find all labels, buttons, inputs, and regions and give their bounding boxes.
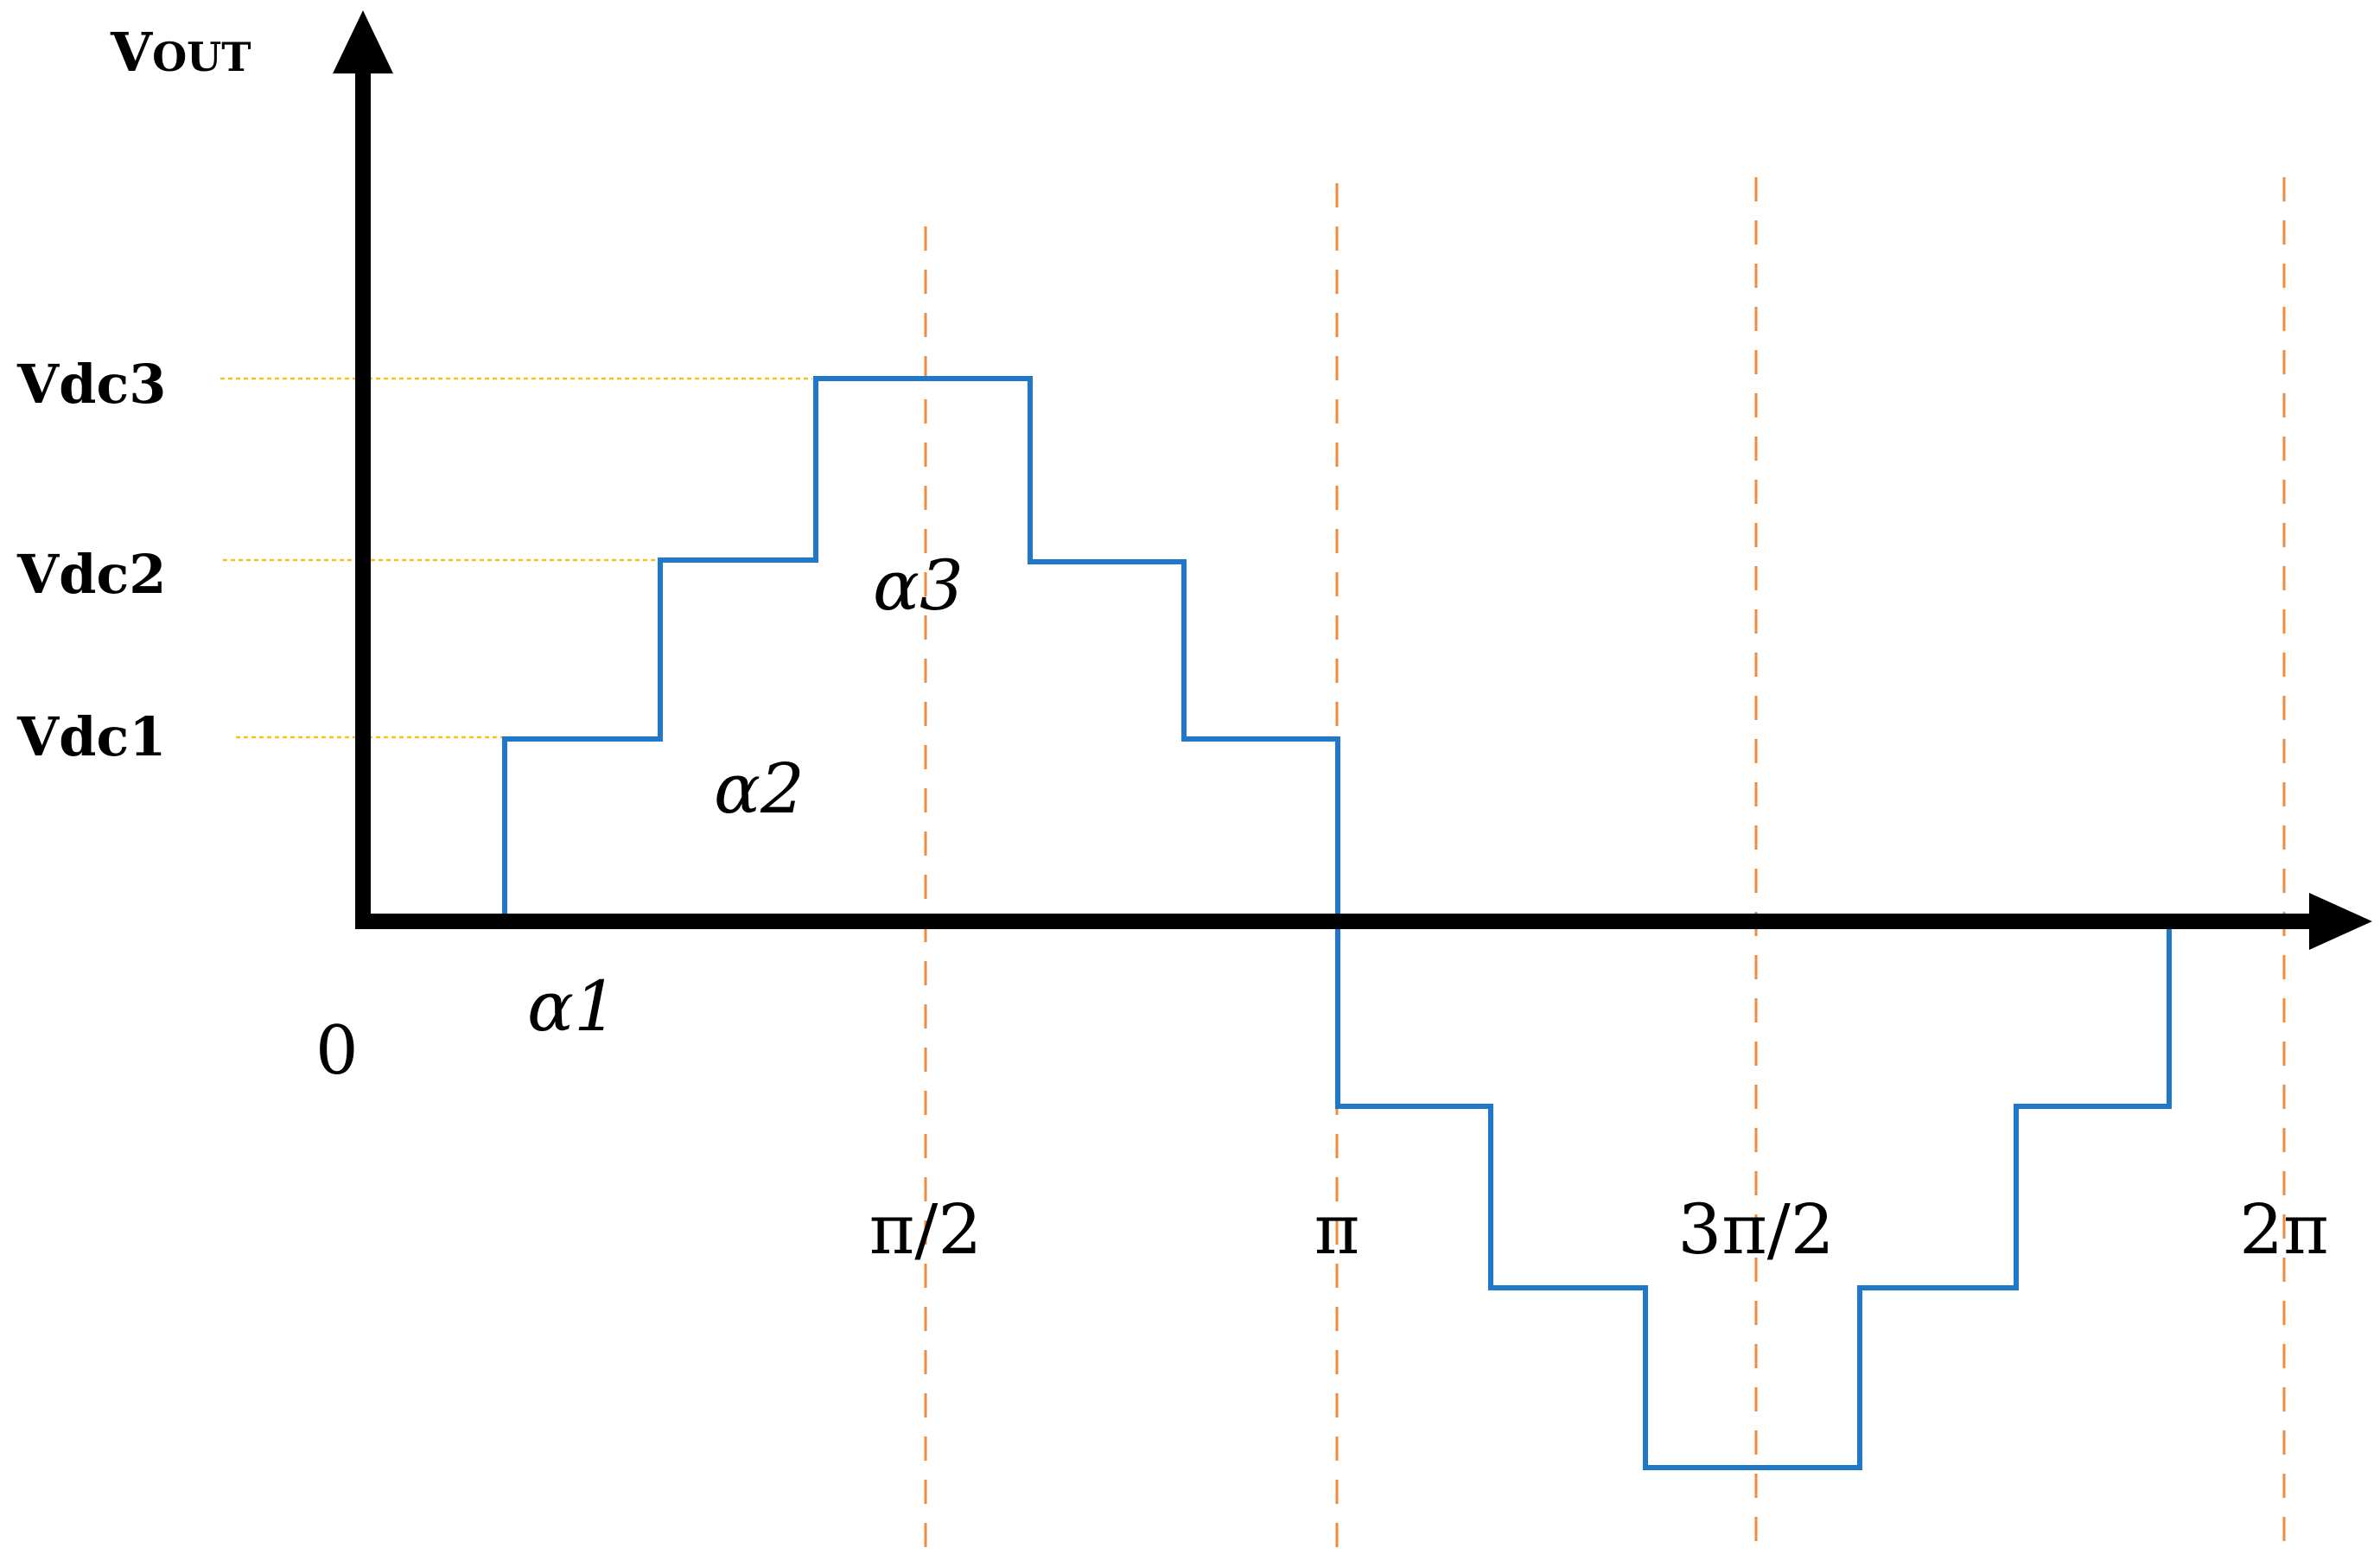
level-label-vdc1: Vdc1 (16, 705, 166, 768)
level-label-vdc3: Vdc3 (16, 353, 166, 416)
tick-label-pi-over-2: π/2 (869, 1189, 982, 1270)
angle-label-alpha2: α2 (714, 748, 805, 829)
tick-label-2pi: 2π (2239, 1189, 2328, 1270)
y-axis-label: VOUT (110, 21, 251, 84)
axes (333, 10, 2372, 950)
tick-label-pi: π (1314, 1189, 1360, 1270)
half-period-guides (924, 177, 2286, 1556)
x-axis-arrowhead (2309, 893, 2372, 950)
y-axis-arrowhead (333, 10, 393, 73)
origin-label: 0 (315, 1012, 359, 1090)
tick-label-3pi-over-2: 3π/2 (1677, 1189, 1834, 1270)
level-label-vdc2: Vdc2 (16, 543, 166, 606)
angle-label-alpha1: α1 (527, 966, 618, 1047)
angle-label-alpha3: α3 (873, 545, 964, 626)
